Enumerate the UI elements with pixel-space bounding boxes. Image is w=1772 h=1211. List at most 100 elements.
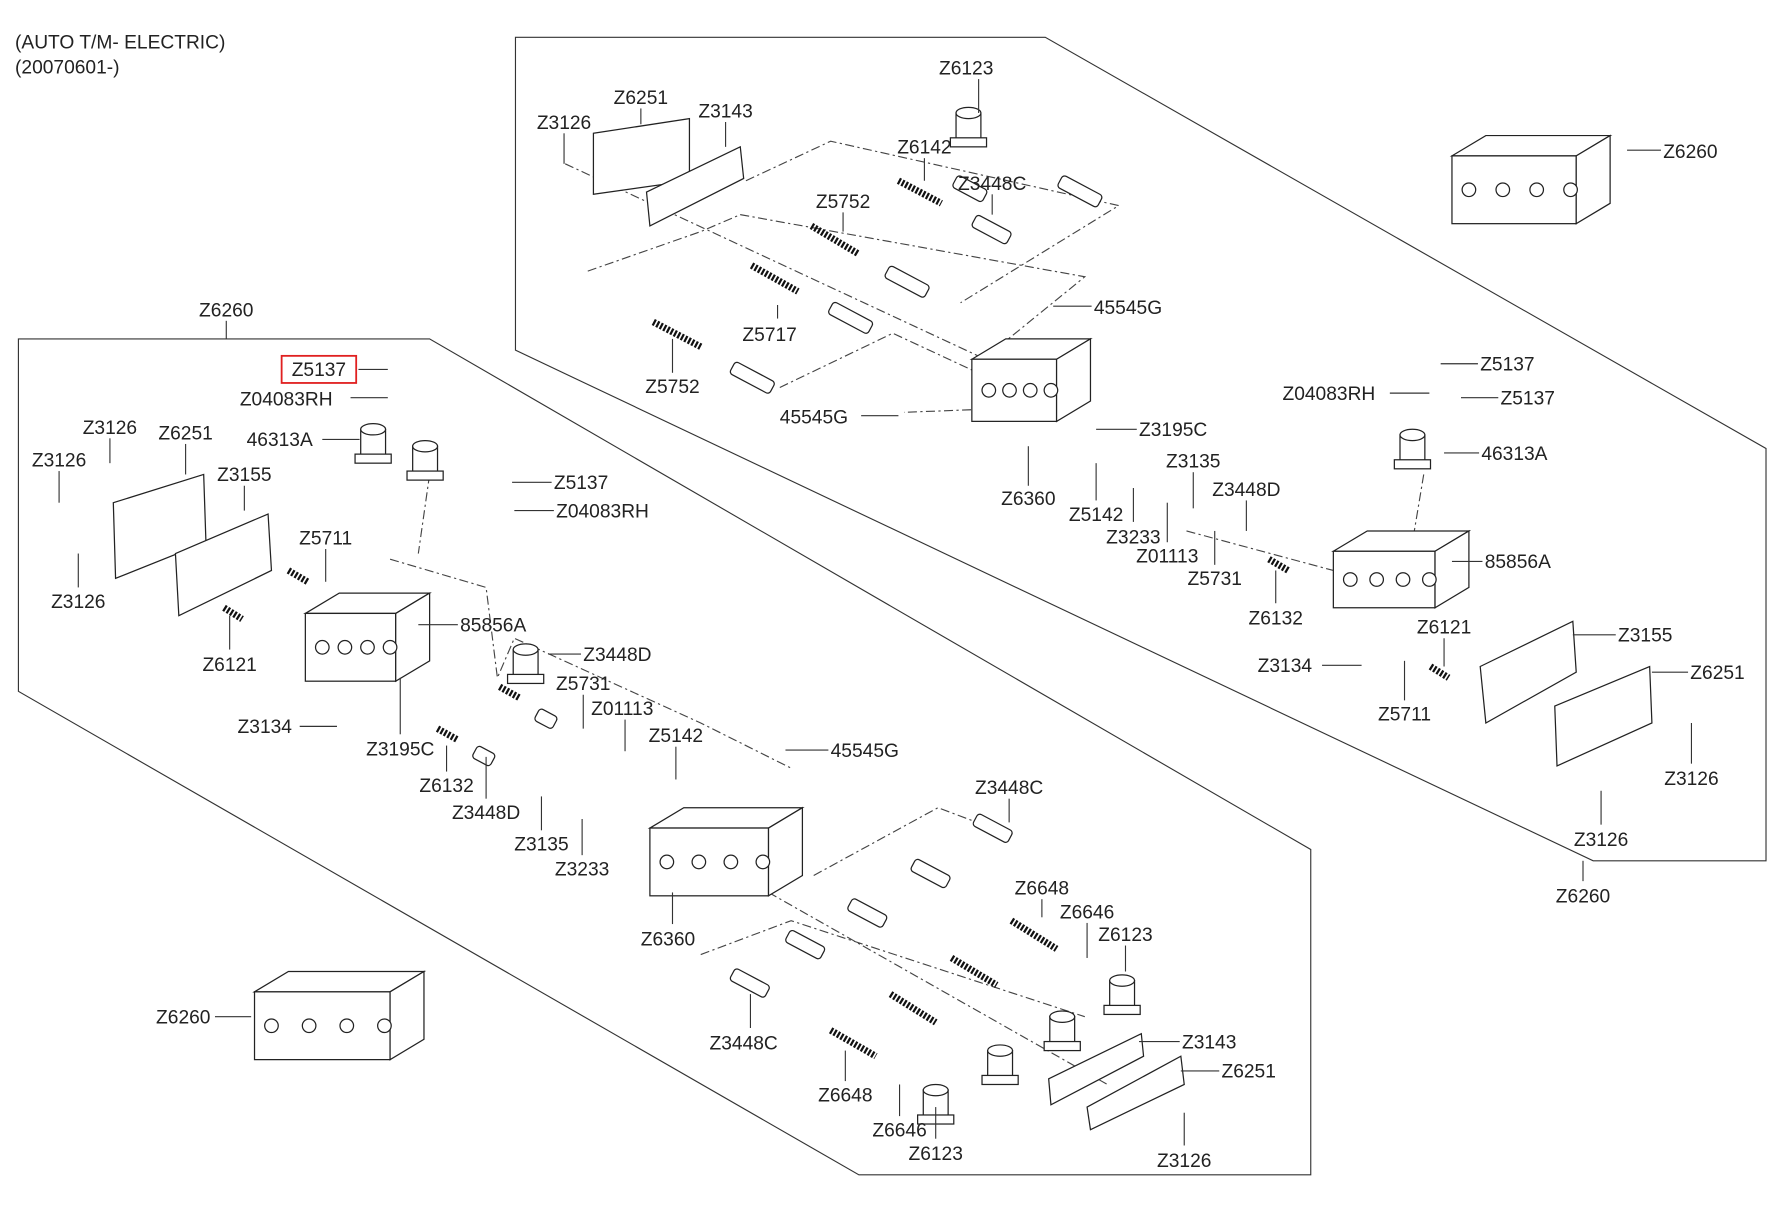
part-label[interactable]: Z3448C (958, 174, 1026, 195)
solenoid-valve (1393, 428, 1432, 470)
part-label[interactable]: 45545G (831, 741, 899, 762)
part-label[interactable]: Z3134 (238, 717, 293, 738)
part-label[interactable]: Z5752 (645, 377, 699, 398)
part-label[interactable]: Z3126 (1574, 830, 1628, 851)
valve-part (729, 968, 770, 998)
spring-part (286, 567, 310, 585)
part-label[interactable]: Z6646 (872, 1120, 926, 1141)
part-label[interactable]: Z3126 (51, 592, 105, 613)
spring-part (749, 262, 800, 295)
part-label[interactable]: Z5731 (556, 674, 610, 695)
spring-part (1428, 663, 1451, 681)
part-label[interactable]: Z3448D (452, 803, 520, 824)
part-label[interactable]: Z5137 (1480, 355, 1534, 376)
spring-part (435, 725, 460, 743)
part-label[interactable]: Z3155 (1618, 626, 1672, 647)
valve-part (910, 858, 951, 889)
spring-part (222, 604, 244, 622)
part-label[interactable]: Z6260 (1663, 142, 1717, 163)
part-label[interactable]: Z3126 (32, 451, 86, 472)
part-label[interactable]: Z5711 (1378, 705, 1431, 726)
part-label[interactable]: Z5137 (292, 360, 346, 381)
part-label[interactable]: Z3448D (583, 645, 651, 666)
part-label[interactable]: Z3195C (1139, 420, 1207, 441)
plug-cap (949, 106, 988, 148)
part-label[interactable]: Z6123 (909, 1144, 963, 1165)
part-label[interactable]: Z6251 (158, 423, 212, 444)
part-label[interactable]: Z6251 (1222, 1062, 1276, 1083)
part-label[interactable]: Z3135 (514, 835, 568, 856)
part-label[interactable]: Z6648 (1015, 879, 1069, 900)
part-label[interactable]: Z3155 (217, 465, 271, 486)
part-label[interactable]: Z3448C (975, 778, 1043, 799)
part-label[interactable]: Z5137 (554, 473, 608, 494)
part-label[interactable]: 85856A (460, 615, 526, 636)
part-label[interactable]: Z5142 (1069, 505, 1123, 526)
part-label[interactable]: Z5142 (649, 726, 703, 747)
part-label[interactable]: Z5731 (1188, 569, 1242, 590)
part-label[interactable]: Z3126 (83, 418, 137, 439)
spring-part (949, 955, 999, 988)
part-label[interactable]: Z6123 (939, 59, 993, 80)
part-label[interactable]: Z6260 (156, 1007, 210, 1028)
part-label[interactable]: 46313A (1481, 444, 1547, 465)
part-label[interactable]: Z6251 (1690, 663, 1744, 684)
valve-part (972, 813, 1013, 843)
part-label[interactable]: Z6260 (1556, 887, 1610, 908)
part-label[interactable]: Z01113 (1136, 547, 1198, 568)
valve-body-assembly-icon (252, 970, 427, 1061)
part-label[interactable]: 46313A (247, 430, 313, 451)
valve-part (884, 265, 930, 298)
part-label[interactable]: 85856A (1485, 552, 1551, 573)
part-label[interactable]: Z3126 (1157, 1151, 1211, 1172)
part-label[interactable]: Z3126 (1664, 769, 1718, 790)
part-label[interactable]: Z3448C (710, 1033, 778, 1054)
part-label[interactable]: Z3134 (1258, 656, 1313, 677)
part-label[interactable]: Z04083RH (1283, 384, 1376, 405)
valve-part (952, 175, 988, 203)
parts-drawings (112, 106, 1653, 1131)
part-label[interactable]: Z3448D (1212, 480, 1280, 501)
part-label[interactable]: Z6360 (1001, 489, 1055, 510)
part-label[interactable]: Z6251 (614, 88, 668, 109)
part-label[interactable]: Z04083RH (556, 501, 649, 522)
valve-part (971, 214, 1012, 245)
part-label[interactable]: Z6360 (641, 930, 695, 951)
plug-cap (981, 1044, 1019, 1086)
part-label[interactable]: 45545G (1094, 298, 1162, 319)
separator-gasket (1048, 1032, 1145, 1106)
part-label[interactable]: Z5752 (816, 192, 870, 213)
part-label[interactable]: Z6132 (1249, 609, 1303, 630)
spring-part (1009, 917, 1059, 952)
part-label[interactable]: Z01113 (591, 699, 653, 720)
part-label[interactable]: Z5717 (742, 325, 796, 346)
part-label[interactable]: Z3143 (698, 101, 752, 122)
part-label[interactable]: Z6123 (1098, 925, 1152, 946)
part-label[interactable]: Z6260 (199, 300, 253, 321)
spring-part (498, 683, 522, 702)
valve-part (729, 361, 775, 394)
part-label[interactable]: Z6121 (1417, 618, 1471, 639)
diagram-date-range: (20070601-) (15, 57, 120, 78)
part-label[interactable]: Z5137 (1501, 388, 1555, 409)
part-label[interactable]: Z5711 (299, 528, 352, 549)
part-label[interactable]: Z6132 (419, 776, 473, 797)
part-label[interactable]: Z3233 (555, 859, 609, 880)
part-label[interactable]: Z6648 (818, 1085, 872, 1106)
diagram-title: (AUTO T/M- ELECTRIC) (15, 33, 225, 54)
spring-part (1267, 556, 1290, 574)
part-label[interactable]: 45545G (780, 408, 848, 429)
part-label[interactable]: Z6142 (897, 138, 951, 159)
part-label[interactable]: Z3126 (537, 113, 591, 134)
part-label[interactable]: Z04083RH (240, 390, 333, 411)
part-label[interactable]: Z3135 (1166, 452, 1220, 473)
part-label[interactable]: Z6121 (202, 655, 256, 676)
solenoid-valve (406, 439, 444, 481)
separator-gasket (1479, 620, 1577, 724)
spring-part (896, 177, 943, 207)
separator-gasket (174, 513, 273, 617)
part-label[interactable]: Z6646 (1060, 902, 1114, 923)
part-label[interactable]: Z3195C (366, 740, 434, 761)
part-label[interactable]: Z3233 (1106, 527, 1160, 548)
part-label[interactable]: Z3143 (1182, 1032, 1236, 1053)
